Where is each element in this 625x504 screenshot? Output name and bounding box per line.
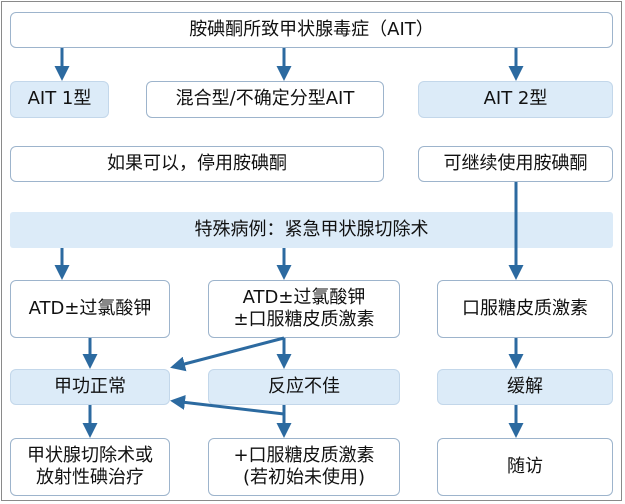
surgery-rai-box: 甲状腺切除术或 放射性碘治疗 — [10, 438, 170, 496]
follow-up-text: 随访 — [507, 455, 543, 477]
oral-steroid-box: 口服糖皮质激素 — [437, 280, 613, 338]
ait-type2-text: AIT 2型 — [483, 88, 548, 110]
special-case-band: 特殊病例：紧急甲状腺切除术 — [10, 212, 613, 248]
euthyroid-box: 甲功正常 — [10, 369, 170, 405]
oral-steroid-text: 口服糖皮质激素 — [462, 297, 588, 319]
mixed-type-text: 混合型/不确定分型AIT — [175, 88, 355, 110]
ait-type1-text: AIT 1型 — [27, 88, 92, 110]
add-steroid-text: +口服糖皮质激素 (若初始未使用) — [233, 444, 375, 489]
arrow-atd-steroid-to-euthyroid — [170, 336, 285, 372]
euthyroid-text: 甲功正常 — [54, 375, 126, 397]
ait-type2-box: AIT 2型 — [418, 81, 613, 118]
surgery-rai-text: 甲状腺切除术或 放射性碘治疗 — [27, 444, 153, 489]
remission-text: 缓解 — [507, 375, 543, 397]
add-steroid-box: +口服糖皮质激素 (若初始未使用) — [208, 438, 400, 496]
poor-response-text: 反应不佳 — [268, 375, 340, 397]
continue-amiodarone-text: 可继续使用胺碘酮 — [443, 152, 588, 174]
atd-text: ATD±过氯酸钾 — [28, 297, 152, 319]
remission-box: 缓解 — [437, 369, 613, 405]
stop-amiodarone-text: 如果可以，停用胺碘酮 — [107, 152, 287, 174]
atd-box: ATD±过氯酸钾 — [10, 280, 170, 338]
atd-steroid-box: ATD±过氯酸钾 ±口服糖皮质激素 — [208, 280, 400, 338]
special-case-text: 特殊病例：紧急甲状腺切除术 — [194, 218, 429, 240]
stop-amiodarone-box: 如果可以，停用胺碘酮 — [10, 146, 384, 182]
continue-amiodarone-box: 可继续使用胺碘酮 — [418, 146, 613, 182]
mixed-type-box: 混合型/不确定分型AIT — [146, 81, 384, 118]
follow-up-box: 随访 — [437, 438, 613, 496]
ait-title-box: 胺碘酮所致甲状腺毒症（AIT） — [10, 12, 613, 48]
ait-title-text: 胺碘酮所致甲状腺毒症（AIT） — [189, 18, 434, 40]
ait-type1-box: AIT 1型 — [10, 81, 109, 118]
arrow-add-steroid-to-euthyroid — [170, 394, 285, 416]
poor-response-box: 反应不佳 — [208, 369, 400, 405]
atd-steroid-text: ATD±过氯酸钾 ±口服糖皮质激素 — [233, 286, 375, 331]
